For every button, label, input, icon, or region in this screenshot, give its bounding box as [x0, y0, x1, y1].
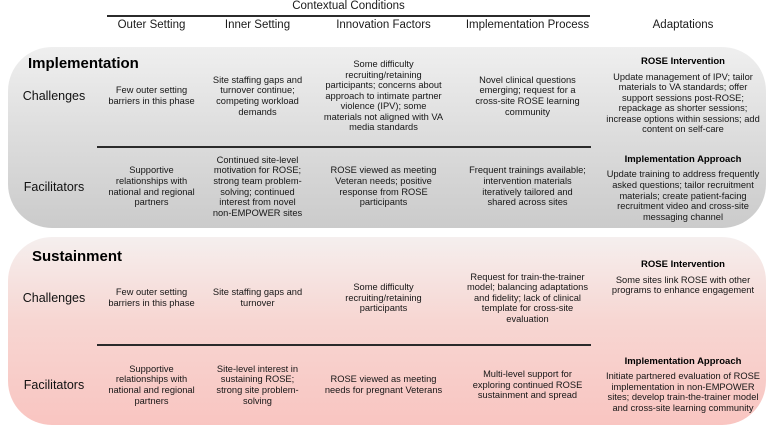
cell-implementation-facilitators-inner-setting: Continued site-level motivation for ROSE… — [212, 154, 303, 218]
implementation-section: Implementation Challenges Few outer sett… — [8, 47, 766, 228]
cell-sustainment-facilitators-inner-setting: Site-level interest in sustaining ROSE; … — [216, 363, 299, 406]
implementation-challenges-row: Challenges Few outer setting barriers in… — [8, 47, 766, 145]
cell-sustainment-facilitators-outer-setting: Supportive relationships with national a… — [108, 363, 195, 406]
cell-implementation-facilitators-adaptations: Implementation Approach Update training … — [600, 151, 766, 223]
cell-sustainment-challenges-adaptations: ROSE Intervention Some sites link ROSE w… — [600, 253, 766, 296]
implementation-row-divider — [97, 146, 591, 148]
contextual-conditions-title: Contextual Conditions — [292, 0, 405, 12]
cell-sustainment-challenges-outer-setting: Few outer setting barriers in this phase — [108, 287, 195, 308]
column-header-adaptations: Adaptations — [652, 19, 714, 31]
column-header-implementation-process: Implementation Process — [465, 19, 590, 31]
cell-implementation-challenges-implementation-process: Novel clinical questions emerging; reque… — [475, 74, 580, 117]
column-header-outer-setting: Outer Setting — [117, 19, 186, 31]
adaptation-heading-rose-intervention: ROSE Intervention — [641, 259, 725, 270]
adaptation-body: Update training to address frequently as… — [606, 169, 760, 222]
row-label-facilitators: Facilitators — [23, 378, 85, 392]
sustainment-section: Sustainment Challenges Few outer setting… — [8, 237, 766, 425]
adaptation-body: Update management of IPV; tailor materia… — [606, 71, 760, 135]
adaptation-heading-rose-intervention: ROSE Intervention — [641, 55, 725, 67]
adaptation-block: Implementation Approach Update training … — [604, 153, 762, 223]
cell-implementation-facilitators-innovation-factors: ROSE viewed as meeting Veteran needs; po… — [330, 165, 437, 208]
column-header-spacer — [8, 19, 100, 32]
adaptation-block: ROSE Intervention Some sites link ROSE w… — [604, 259, 762, 296]
column-header-row: Outer Setting Inner Setting Innovation F… — [8, 19, 766, 32]
sustainment-row-divider — [97, 344, 591, 346]
cell-sustainment-facilitators-adaptations: Implementation Approach Initiate partner… — [600, 355, 766, 414]
cell-implementation-challenges-outer-setting: Few outer setting barriers in this phase — [108, 85, 195, 106]
adaptation-block: Implementation Approach Initiate partner… — [604, 355, 762, 414]
cell-implementation-facilitators-outer-setting: Supportive relationships with national a… — [108, 165, 195, 208]
cell-implementation-challenges-innovation-factors: Some difficulty recruiting/retaining par… — [323, 58, 444, 133]
cell-implementation-facilitators-implementation-process: Frequent trainings available; interventi… — [469, 165, 586, 208]
implementation-facilitators-row: Facilitators Supportive relationships wi… — [8, 148, 766, 225]
cell-sustainment-challenges-implementation-process: Request for train-the-trainer model; bal… — [467, 271, 588, 324]
cell-implementation-challenges-adaptations: ROSE Intervention Update management of I… — [600, 55, 766, 135]
cell-sustainment-facilitators-implementation-process: Multi-level support for exploring contin… — [472, 369, 583, 401]
sustainment-challenges-row: Challenges Few outer setting barriers in… — [8, 253, 766, 343]
cell-sustainment-facilitators-innovation-factors: ROSE viewed as meeting needs for pregnan… — [324, 374, 443, 395]
cell-sustainment-challenges-innovation-factors: Some difficulty recruiting/retaining par… — [345, 282, 422, 314]
sustainment-section-title: Sustainment — [32, 248, 123, 265]
adaptation-body: Initiate partnered evaluation of ROSE im… — [605, 371, 760, 413]
row-label-challenges: Challenges — [22, 89, 86, 103]
column-header-inner-setting: Inner Setting — [224, 19, 291, 31]
contextual-conditions-underline — [107, 15, 590, 17]
implementation-section-title: Implementation — [28, 55, 139, 72]
adaptation-body: Some sites link ROSE with other programs… — [611, 274, 755, 296]
cell-implementation-challenges-inner-setting: Site staffing gaps and turnover continue… — [212, 74, 303, 117]
row-label-challenges: Challenges — [22, 291, 86, 305]
adaptation-heading-implementation-approach: Implementation Approach — [624, 355, 742, 367]
adaptation-heading-implementation-approach: Implementation Approach — [624, 153, 742, 165]
adaptation-block: ROSE Intervention Update management of I… — [604, 55, 762, 135]
sustainment-facilitators-row: Facilitators Supportive relationships wi… — [8, 346, 766, 424]
row-label-facilitators: Facilitators — [23, 179, 85, 194]
cell-sustainment-challenges-inner-setting: Site staffing gaps and turnover — [212, 287, 303, 308]
column-header-innovation-factors: Innovation Factors — [336, 19, 431, 31]
